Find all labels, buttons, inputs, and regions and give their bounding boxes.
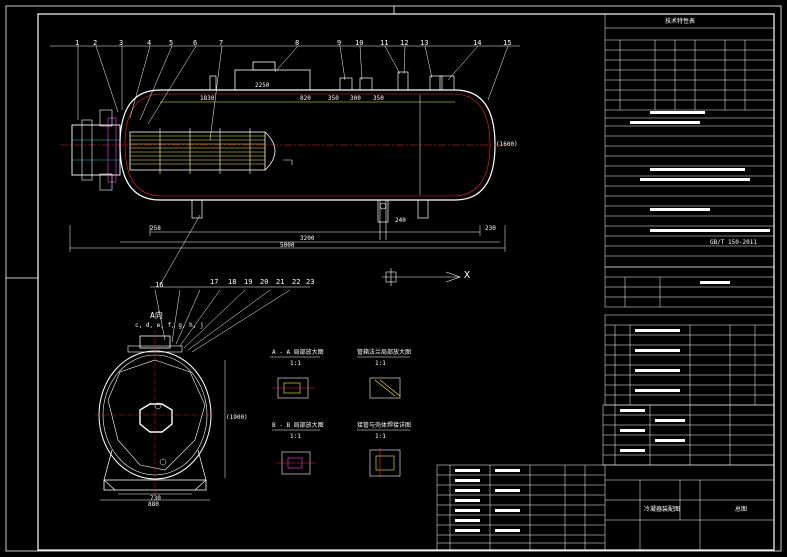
- end-dim-width-support: 730: [150, 495, 161, 502]
- dim-shell: 1830: [200, 95, 215, 102]
- detail-1-title: A - A 局部放大图: [272, 349, 324, 356]
- end-view: [95, 286, 310, 501]
- end-item-18: 18: [228, 278, 237, 286]
- item-number-2: 2: [93, 39, 98, 47]
- dim-right-offset: 230: [485, 225, 496, 232]
- end-item-22: 22: [292, 278, 301, 286]
- item-number-5: 5: [169, 39, 174, 47]
- dim-head: 240: [395, 217, 406, 224]
- detail-3-title: B - B 局部放大图: [272, 422, 324, 429]
- dim-shell-height: (1600): [496, 141, 518, 148]
- table-text-marks: [455, 111, 770, 532]
- end-view-nozzle-letters: c, d, e, f, g, h, j: [135, 322, 204, 329]
- detail-3-scale: 1:1: [290, 433, 301, 440]
- dim-support-span: 3200: [300, 235, 315, 242]
- item-number-10: 10: [355, 39, 364, 47]
- dim-left-offset: 258: [150, 225, 161, 232]
- inner-border: [37, 13, 775, 551]
- item-number-11: 11: [380, 39, 389, 47]
- end-item-20: 20: [260, 278, 269, 286]
- axis-x-label: X: [464, 270, 471, 281]
- dim-nozzle-gap-2: 300: [350, 95, 361, 102]
- item-leaders: [50, 45, 520, 286]
- detail-2-title: 管箱法兰局部放大图: [357, 349, 412, 356]
- end-item-23: 23: [306, 278, 315, 286]
- end-dim-height: (1900): [226, 414, 248, 421]
- item-number-4: 4: [147, 39, 152, 47]
- end-view-title: A向: [150, 311, 163, 320]
- item-number-3: 3: [119, 39, 124, 47]
- revision-standard: GB/T 150-2011: [710, 239, 757, 246]
- detail-2-scale: 1:1: [375, 360, 386, 367]
- title-block-drawing-no: 总图: [735, 506, 748, 513]
- item-number-12: 12: [400, 39, 409, 47]
- item-number-6: 6: [193, 39, 198, 47]
- vessel-shell: [119, 89, 496, 201]
- item-number-9: 9: [337, 39, 342, 47]
- item-number-1: 1: [75, 39, 80, 47]
- detail-1-scale: 1:1: [290, 360, 301, 367]
- right-panel-tables: [604, 13, 775, 406]
- end-item-17: 17: [210, 278, 219, 286]
- axis-arrow: [382, 268, 461, 286]
- item-number-14: 14: [473, 39, 482, 47]
- saddle-supports: [191, 199, 429, 240]
- dim-nozzle-gap-4: 820: [300, 95, 311, 102]
- dim-overall-length: 5000: [280, 242, 295, 249]
- dimension-lines: [69, 95, 506, 252]
- tube-bundle: [129, 128, 293, 174]
- detail-4-scale: 1:1: [375, 433, 386, 440]
- detail-views: [270, 356, 410, 478]
- tech-table-header: 技术特性表: [665, 18, 696, 25]
- end-item-21: 21: [276, 278, 285, 286]
- end-item-19: 19: [244, 278, 253, 286]
- item-number-8: 8: [295, 39, 300, 47]
- parts-list: [436, 404, 775, 551]
- top-nozzles: [209, 61, 455, 91]
- item-number-15: 15: [503, 39, 512, 47]
- dim-tube-length: 2250: [255, 82, 270, 89]
- dim-nozzle-gap-1: 350: [328, 95, 339, 102]
- main-view: [50, 45, 520, 286]
- item-number-7: 7: [219, 39, 224, 47]
- item-number-16: 16: [155, 281, 164, 289]
- title-block-label: 冷凝器装配图: [644, 506, 681, 513]
- dim-nozzle-gap-3: 350: [373, 95, 384, 102]
- end-dim-width-bottom: 880: [148, 501, 159, 508]
- item-number-13: 13: [420, 39, 429, 47]
- detail-4-title: 接管与壳体焊接详图: [357, 422, 412, 429]
- channel-box: [71, 109, 121, 191]
- outer-border: [5, 5, 782, 552]
